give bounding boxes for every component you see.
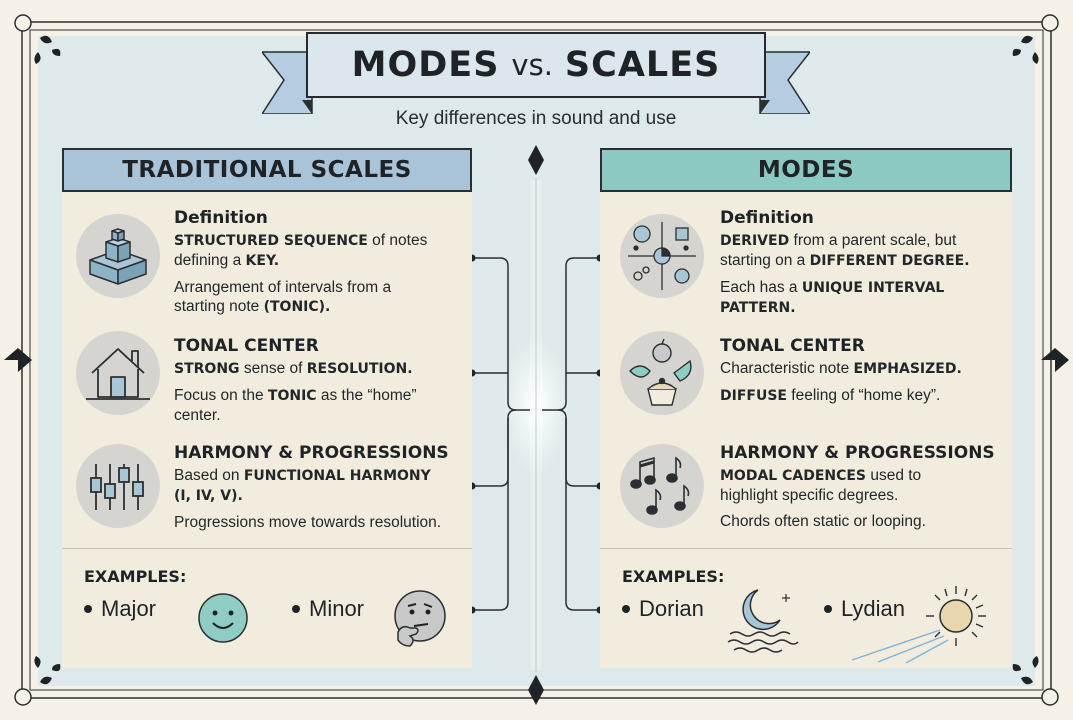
- title-modes: MODES: [351, 45, 500, 85]
- left-tonal-line2: Focus on the TONIC as the “home”: [174, 386, 469, 406]
- left-tonal-section: TONAL CENTER STRONG sense of RESOLUTION.…: [174, 335, 469, 425]
- left-definition-title: Definition: [174, 208, 268, 228]
- example-dorian-label: Dorian: [639, 596, 704, 621]
- left-tonal-text-2: Focus on the: [174, 387, 268, 404]
- right-definition-line3: Each has a UNIQUE INTERVAL: [720, 278, 1010, 298]
- left-tonal-text-1: sense of: [239, 360, 307, 377]
- right-tonal-bold-2: DIFFUSE: [720, 388, 787, 404]
- right-harmony-section: HARMONY & PROGRESSIONS MODAL CADENCES us…: [720, 442, 1010, 531]
- right-tonal-section: TONAL CENTER Characteristic note EMPHASI…: [720, 335, 1010, 406]
- bullet: [622, 605, 630, 613]
- left-harmony-bold-2: (I, IV, V).: [174, 488, 243, 504]
- right-tonal-text-2: feeling of “home key”.: [786, 387, 941, 404]
- cube-icon: [76, 214, 160, 298]
- right-harmony-line1: MODAL CADENCES used to: [720, 466, 1010, 486]
- right-def-bold-4: PATTERN.: [720, 300, 796, 316]
- right-tonal-text-1: Characteristic note: [720, 360, 854, 377]
- left-def-text-1: of notes: [367, 232, 428, 249]
- sun-icon: [851, 586, 986, 664]
- example-lydian: Lydian: [824, 596, 905, 622]
- left-harmony-line1: Based on FUNCTIONAL HARMONY: [174, 466, 469, 486]
- smiley-icon: [198, 593, 248, 643]
- traditional-scales-header: TRADITIONAL SCALES: [62, 148, 472, 192]
- left-definition-line1: STRUCTURED SEQUENCE of notes: [174, 231, 469, 251]
- right-harmony-line3: Chords often static or looping.: [720, 513, 926, 530]
- example-minor-label: Minor: [309, 596, 365, 621]
- right-def-text-1: from a parent scale, but: [789, 232, 957, 249]
- example-major-label: Major: [101, 596, 157, 621]
- right-harmony-text-1: used to: [866, 467, 922, 484]
- left-tonal-title: TONAL CENTER: [174, 336, 319, 356]
- title-scales: SCALES: [564, 45, 721, 85]
- right-tonal-line2: DIFFUSE feeling of “home key”.: [720, 386, 1010, 406]
- left-definition-line4: starting note (TONIC).: [174, 297, 469, 317]
- left-divider: [62, 548, 472, 549]
- left-harmony-line3: Progressions move towards resolution.: [174, 514, 442, 531]
- left-tonal-bold-3: TONIC: [267, 388, 317, 404]
- left-def-text-2: defining a: [174, 252, 246, 269]
- left-def-bold-4: (TONIC).: [263, 299, 331, 315]
- moon-waves-icon: [727, 589, 799, 653]
- example-dorian: Dorian: [622, 596, 704, 622]
- left-harmony-text-1: Based on: [174, 467, 244, 484]
- example-lydian-label: Lydian: [841, 596, 906, 621]
- title-vs: vs.: [511, 48, 553, 82]
- bullet: [824, 605, 832, 613]
- right-tonal-line1: Characteristic note EMPHASIZED.: [720, 359, 1010, 379]
- house-icon: [76, 331, 160, 415]
- bullet: [84, 605, 92, 613]
- right-definition-section: Definition DERIVED from a parent scale, …: [720, 207, 1010, 318]
- page-title: MODES vs. SCALES: [306, 32, 766, 98]
- left-def-bold-1: STRUCTURED SEQUENCE: [174, 233, 368, 249]
- left-tonal-bold-2: RESOLUTION.: [306, 361, 413, 377]
- modes-header: MODES: [600, 148, 1012, 192]
- right-def-bold-3: UNIQUE INTERVAL: [801, 280, 945, 296]
- left-examples-label: EXAMPLES:: [84, 567, 187, 586]
- right-tonal-title: TONAL CENTER: [720, 336, 865, 356]
- left-tonal-text-3: as the “home”: [316, 387, 417, 404]
- right-definition-line4: PATTERN.: [720, 298, 1010, 318]
- left-tonal-bold-1: STRONG: [174, 361, 240, 377]
- right-tonal-bold-1: EMPHASIZED.: [853, 361, 962, 377]
- right-harmony-bold-1: MODAL CADENCES: [720, 468, 867, 484]
- symbols-grid-icon: [620, 214, 704, 298]
- left-def-bold-2: KEY.: [245, 253, 280, 269]
- example-major: Major: [84, 596, 156, 622]
- title-banner: MODES vs. SCALES: [262, 32, 810, 114]
- right-harmony-line2: highlight specific degrees.: [720, 487, 899, 504]
- bullet: [292, 605, 300, 613]
- right-def-bold-1: DERIVED: [720, 233, 790, 249]
- left-harmony-line2: (I, IV, V).: [174, 486, 469, 506]
- food-items-icon: [620, 331, 704, 415]
- right-examples-label: EXAMPLES:: [622, 567, 725, 586]
- page-subtitle: Key differences in sound and use: [395, 108, 677, 129]
- sliders-icon: [76, 444, 160, 528]
- right-harmony-title: HARMONY & PROGRESSIONS: [720, 443, 995, 463]
- left-def-text-4: starting note: [174, 298, 264, 315]
- thinking-face-icon: [394, 590, 446, 647]
- left-harmony-bold-1: FUNCTIONAL HARMONY: [243, 468, 431, 484]
- right-def-text-2: starting on a: [720, 252, 810, 269]
- right-def-text-3: Each has a: [720, 279, 802, 296]
- right-def-bold-2: DIFFERENT DEGREE.: [809, 253, 970, 269]
- left-harmony-section: HARMONY & PROGRESSIONS Based on FUNCTION…: [174, 442, 469, 532]
- right-definition-line2: starting on a DIFFERENT DEGREE.: [720, 251, 1010, 271]
- left-harmony-title: HARMONY & PROGRESSIONS: [174, 443, 449, 463]
- right-divider: [600, 548, 1012, 549]
- ribbon-icon: [262, 51, 810, 114]
- left-definition-line2: defining a KEY.: [174, 251, 469, 271]
- left-definition-line3: Arrangement of intervals from a: [174, 279, 392, 296]
- left-definition-section: Definition STRUCTURED SEQUENCE of notes …: [174, 207, 469, 317]
- music-notes-icon: [620, 444, 704, 528]
- right-definition-title: Definition: [720, 208, 814, 228]
- left-tonal-line1: STRONG sense of RESOLUTION.: [174, 359, 469, 379]
- right-definition-line1: DERIVED from a parent scale, but: [720, 231, 1010, 251]
- example-minor: Minor: [292, 596, 364, 622]
- left-tonal-line3: center.: [174, 407, 221, 424]
